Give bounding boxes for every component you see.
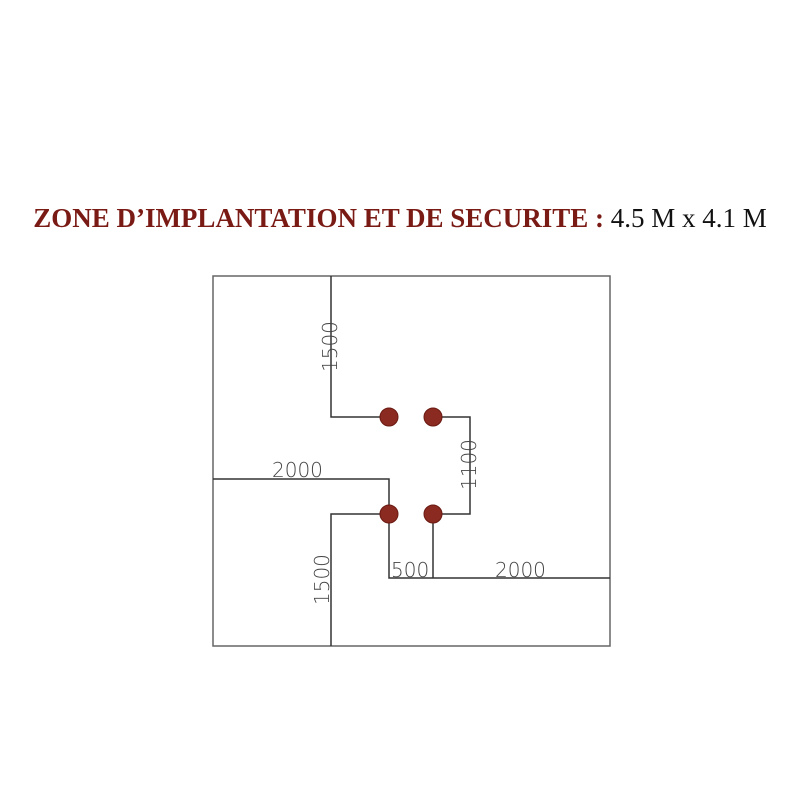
dim-top-vertical: 1500 (318, 321, 342, 372)
dim-left-horizontal: 2000 (272, 458, 323, 482)
title-main: ZONE D’IMPLANTATION ET DE SECURITE : (33, 203, 605, 233)
dim-bottom-horizontal: 2000 (495, 558, 546, 582)
outer-zone-boundary (212, 275, 611, 647)
page-title: ZONE D’IMPLANTATION ET DE SECURITE : 4.5… (0, 203, 800, 234)
left-arm-line (213, 478, 610, 579)
title-dimensions: 4.5 M x 4.1 M (604, 203, 767, 233)
diagram-lines (212, 275, 611, 647)
anchor-point-icon (423, 407, 443, 427)
dim-right-vertical: 1100 (457, 439, 481, 490)
anchor-point-icon (379, 407, 399, 427)
dim-bottom-vertical: 1500 (310, 554, 334, 605)
anchor-points (379, 407, 443, 524)
right-bracket-line (433, 416, 471, 515)
dim-bottom-small: 500 (391, 558, 429, 582)
dimension-labels: 1500 1100 2000 1500 500 2000 (272, 321, 546, 605)
anchor-point-icon (423, 504, 443, 524)
bottom-arm-line (330, 513, 389, 646)
anchor-point-icon (379, 504, 399, 524)
top-arm-line (330, 276, 389, 418)
